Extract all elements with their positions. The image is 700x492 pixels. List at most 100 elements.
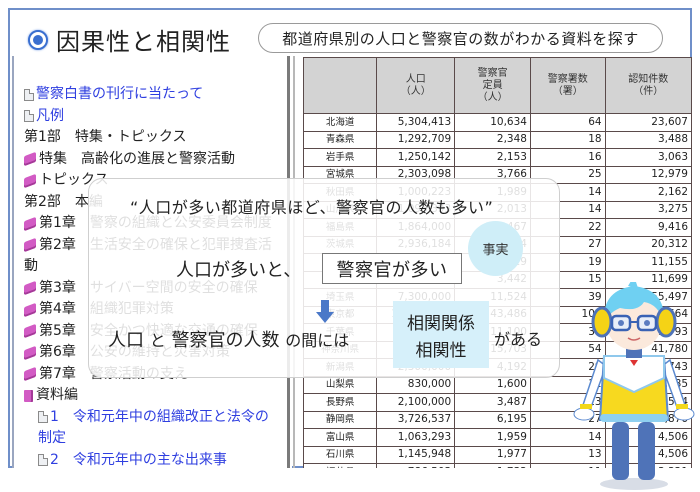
value-cell: 1,292,709	[376, 130, 456, 149]
toc-item-label: 1 令和元年中の組織改正と法令の	[50, 408, 269, 425]
value-cell: 13	[529, 445, 606, 464]
toc-item-label: 警察白書の刊行に当たって	[36, 86, 204, 102]
toc-item[interactable]: 2 令和元年中の主な出来事	[24, 450, 292, 469]
task-label-pill: 都道府県別の人口と警察官の数がわかる資料を探す	[258, 23, 663, 53]
value-cell: 14	[529, 428, 606, 447]
value-cell: 11,155	[604, 253, 692, 272]
arrow-down-icon	[316, 300, 334, 323]
toc-item-label: 特集 高齢化の進展と警察活動	[39, 150, 235, 167]
book-icon	[24, 173, 36, 188]
column-header: 人口 （人）	[376, 57, 456, 114]
toc-item-label: 第2部 本編	[24, 193, 103, 210]
value-cell: 786,503	[376, 463, 456, 468]
prefecture-cell: 富山県	[303, 428, 378, 447]
column-header: 警察署数 （署）	[529, 57, 606, 114]
toc-item[interactable]: 警察白書の刊行に当たって	[24, 84, 292, 106]
correlation-highlight: 相関関係 相関性	[393, 301, 489, 368]
boxed-result-text: 警察官が多い	[336, 259, 448, 281]
book-icon	[24, 302, 36, 317]
value-cell: 1,145,948	[376, 445, 456, 464]
prefecture-cell: 北海道	[303, 113, 378, 132]
book-icon	[24, 238, 36, 253]
value-cell: 10,634	[454, 113, 531, 132]
value-cell: 2,162	[604, 183, 692, 202]
value-cell: 23,607	[604, 113, 692, 132]
book-icon	[24, 345, 36, 360]
prefecture-cell: 静岡県	[303, 410, 378, 429]
toc-item-label: 動	[24, 258, 38, 274]
column-header	[303, 57, 378, 114]
value-cell: 12,979	[604, 165, 692, 184]
toc-item[interactable]: 制定	[24, 428, 292, 450]
toc-item-label: 資料編	[36, 387, 78, 403]
value-cell: 2,348	[454, 130, 531, 149]
value-cell: 3,063	[604, 148, 692, 167]
prefecture-cell: 福井県	[303, 463, 378, 468]
page-title-text: 因果性と相関性	[56, 28, 231, 56]
fact-quote: “人口が多い都道府県ほど、警察官の人数も多い”	[130, 198, 494, 217]
book-icon	[24, 324, 36, 339]
value-cell: 3,488	[604, 130, 692, 149]
correlation-statement: 人口 と 警察官の人数 の間には	[108, 326, 349, 352]
radio-bullet-icon	[28, 29, 48, 50]
value-cell: 5,304,413	[376, 113, 456, 132]
toc-item-label: 2 令和元年中の主な出来事	[50, 451, 227, 468]
document-icon	[24, 88, 34, 101]
book-icon	[24, 152, 36, 167]
value-cell: 2,100,000	[376, 393, 456, 412]
value-cell: 1,600	[454, 375, 531, 394]
toc-item[interactable]: 資料編	[24, 385, 292, 407]
correlation-term-1: 相関関係	[407, 313, 475, 334]
value-cell: 1,063,293	[376, 428, 456, 447]
document-icon	[24, 110, 34, 123]
book-icon	[24, 216, 36, 231]
column-header: 警察官 定員 （人）	[454, 57, 531, 114]
prefecture-cell: 青森県	[303, 130, 378, 149]
variable-police-count: 警察官の人数	[171, 330, 280, 351]
value-cell: 18	[529, 130, 606, 149]
document-icon	[38, 411, 48, 424]
value-cell: 1,959	[454, 428, 531, 447]
value-cell: 1,732	[454, 463, 531, 468]
toc-item[interactable]: 動	[24, 256, 292, 278]
value-cell: 11,699	[604, 270, 692, 289]
value-cell: 1,250,142	[376, 148, 456, 167]
between-text: の間には	[285, 331, 350, 350]
value-cell: 3,726,537	[376, 410, 456, 429]
prefecture-cell: 長野県	[303, 393, 378, 412]
table-header: 人口 （人）警察官 定員 （人）警察署数 （署）認知件数 （件）	[303, 57, 692, 114]
value-cell: 2,153	[454, 148, 531, 167]
correlation-term-2: 相関性	[415, 340, 467, 361]
toc-item-label: 制定	[38, 430, 66, 446]
document-icon	[38, 454, 48, 467]
mascot-character-illustration	[573, 282, 695, 490]
toc-item[interactable]: 第2部 本編	[24, 192, 292, 214]
value-cell: 20,312	[604, 235, 692, 254]
toc-item[interactable]: 凡例	[24, 106, 292, 128]
book-icon	[24, 281, 36, 296]
page-title: 因果性と相関性	[28, 22, 231, 57]
book-icon	[24, 389, 33, 402]
toc-item[interactable]: 特集 高齢化の進展と警察活動	[24, 149, 292, 171]
conjunction-and: と	[149, 331, 166, 350]
value-cell: 1,977	[454, 445, 531, 464]
value-cell: 830,000	[376, 375, 456, 394]
toc-item[interactable]: 1 令和元年中の組織改正と法令の	[24, 407, 292, 429]
statement-prefix: 人口が多いと、	[176, 260, 302, 281]
value-cell: 3,275	[604, 200, 692, 219]
variable-population: 人口	[108, 330, 144, 351]
statement-boxed-result: 警察官が多い	[322, 253, 462, 284]
task-label-text: 都道府県別の人口と警察官の数がわかる資料を探す	[282, 29, 639, 48]
toc-item-label: 凡例	[36, 107, 64, 124]
toc-item-label: 第1部 特集・トピックス	[24, 129, 187, 145]
column-header: 認知件数 （件）	[604, 57, 692, 114]
toc-item[interactable]: 第1部 特集・トピックス	[24, 127, 292, 149]
fact-badge-text: 事実	[482, 243, 509, 258]
value-cell: 6,195	[454, 410, 531, 429]
fact-badge: 事実	[468, 221, 523, 276]
book-icon	[24, 367, 36, 382]
